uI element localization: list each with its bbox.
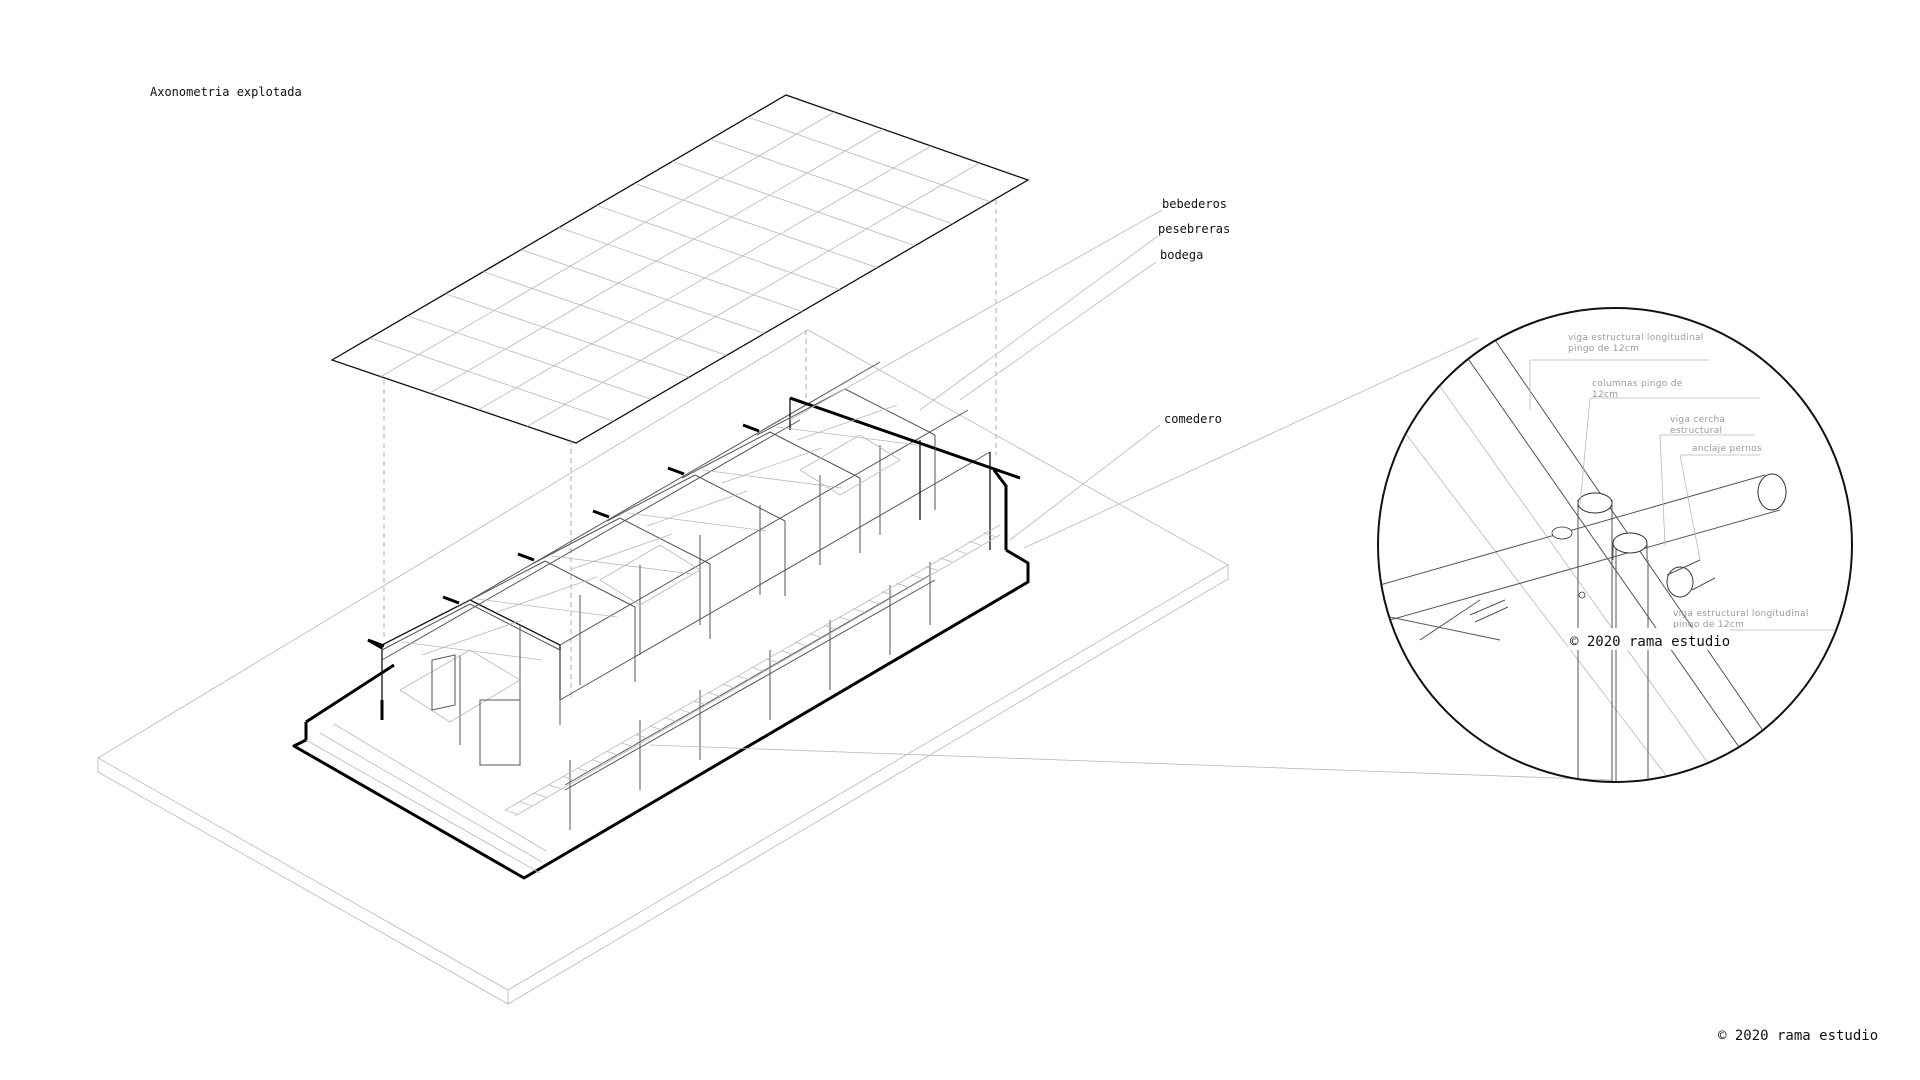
grate-line (823, 624, 837, 630)
roof-grid-line (710, 138, 953, 225)
grate-line (838, 616, 851, 622)
grate-line (809, 633, 822, 638)
ridge-bar (442, 595, 460, 605)
roof-grid-line (634, 182, 878, 269)
grate-line (678, 708, 692, 714)
ground-slab (97, 329, 1229, 1005)
grate-line (736, 675, 750, 680)
frame-brace (701, 469, 843, 489)
frame-brace (721, 447, 823, 484)
detail-viga-cercha: viga cercha estructural (1670, 415, 1729, 436)
frame-rafter (531, 517, 621, 565)
grate-line (954, 549, 967, 554)
frame-brace (571, 533, 673, 570)
grate-line (794, 641, 808, 647)
grate-line (722, 683, 735, 689)
roof-plane (330, 94, 1030, 444)
grate-line (896, 582, 909, 588)
copyright: © 2020 rama estudio (1718, 1028, 1878, 1044)
roof-grid-line (558, 227, 803, 312)
grate-line (983, 532, 996, 538)
frame-rafter (456, 560, 546, 608)
frame-rafter (544, 560, 636, 608)
detail-viga-longitudinal-top: viga estructural longitudinal pingo de 1… (1568, 333, 1707, 354)
grate-line (664, 717, 677, 722)
grate-line (504, 809, 518, 815)
grate-line (620, 742, 634, 748)
grate-line (635, 734, 648, 739)
roof-grid-line (478, 145, 932, 411)
detail-columnas: columnas pingo de 12cm (1592, 379, 1686, 400)
roof-grid-line (429, 128, 884, 394)
label-comedero: comedero (1164, 412, 1222, 426)
frame-rafter (469, 603, 561, 651)
ridge-bar (667, 466, 685, 476)
grate-line (925, 566, 938, 571)
label-bodega: bodega (1160, 248, 1203, 262)
grate-line (968, 540, 982, 546)
frame-brace (421, 619, 523, 656)
grate-line (852, 608, 866, 613)
label-pesebreras: pesebreras (1158, 222, 1230, 236)
grate-line (751, 666, 764, 672)
grate-line (939, 557, 953, 563)
grate-line (591, 759, 605, 764)
frame-rafter (694, 474, 786, 522)
roof-grid-line (521, 249, 765, 334)
detail-watermark: © 2020 rama estudio (1570, 634, 1730, 650)
grate-line (765, 658, 779, 664)
frame-brace (496, 576, 598, 613)
frame-brace (796, 404, 898, 441)
projection-lines (383, 200, 997, 700)
frame-brace (626, 512, 768, 532)
grate-line (606, 750, 619, 756)
frame-brace (776, 426, 918, 446)
frame-rafter (769, 431, 861, 479)
label-bebederos: bebederos (1162, 197, 1227, 211)
roof-grid-line (380, 111, 835, 377)
grate-line (562, 776, 576, 781)
roof-grid-line (407, 315, 652, 400)
ridge-bar (367, 638, 385, 648)
roof-grid-line (483, 271, 727, 356)
roof-grid-line (526, 162, 980, 427)
roof-grid-line (748, 116, 991, 203)
grate-line (533, 792, 547, 798)
roof-grid-line (445, 293, 690, 378)
grate-line (910, 574, 924, 580)
grate-line (780, 650, 793, 655)
drawing-title: Axonometria explotada (150, 85, 302, 99)
frame-brace (551, 555, 693, 575)
grate-line (867, 599, 880, 605)
ridge-bar (789, 396, 811, 407)
roof-grid-line (596, 205, 840, 290)
frame-rafter (681, 431, 771, 479)
detail-anclaje: anclaje pernos (1692, 444, 1762, 454)
barn-base (292, 548, 1030, 880)
roof-grid-line (369, 337, 614, 422)
grate-line (881, 591, 895, 596)
grate-line (693, 700, 706, 706)
detail-circle: viga estructural longitudinal pingo de 1… (1377, 307, 1853, 783)
frame-brace (476, 598, 618, 618)
grate-line (548, 784, 561, 790)
roof-grid-line (672, 160, 916, 247)
frame-rafter (381, 603, 471, 651)
frame-rafter (606, 474, 696, 522)
ridge-bar (592, 509, 610, 519)
ridge-bar (742, 423, 760, 433)
frame-brace (646, 490, 748, 527)
barn-structure (367, 361, 1021, 830)
grate-line (707, 692, 721, 697)
grate-line (519, 801, 532, 806)
frame-rafter (844, 388, 936, 436)
ridge-bar (517, 552, 535, 562)
grate-line (649, 725, 663, 731)
frame-rafter (619, 517, 711, 565)
callout-leaders (649, 209, 1613, 781)
grate-line (577, 767, 590, 773)
detail-viga-longitudinal-bottom: viga estructural longitudinal pingo de 1… (1673, 609, 1812, 630)
frame-rafter (756, 388, 846, 436)
